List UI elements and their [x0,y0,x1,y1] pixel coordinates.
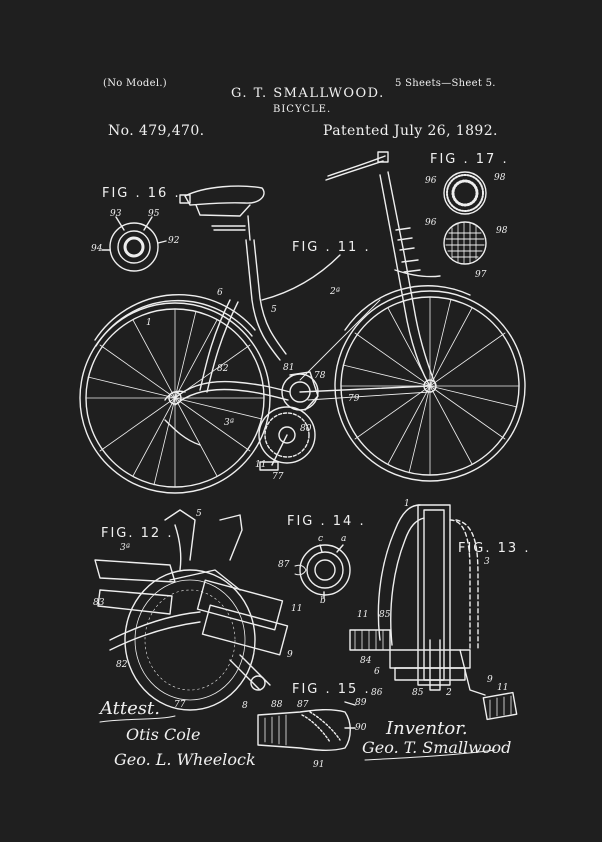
ref-1: 1 [146,318,152,328]
ref-94: 94 [91,244,103,254]
fig13-ref-86: 86 [371,688,383,698]
fig15-label: FIG . 15 . [292,682,371,697]
no-model-label: (No Model.) [103,78,168,89]
fig15-ref-87: 87 [297,700,309,710]
fig16-label: FIG . 16 . [102,186,181,201]
fig14-ref-b: b [320,596,326,606]
fig12-label: FIG. 12 . [101,526,174,541]
fig17-label: FIG . 17 . [430,152,509,167]
ref-97: 97 [475,270,487,280]
fig14-ref-87: 87 [278,560,290,570]
fig16-disc-drawing [101,216,167,272]
witness-2-signature: Geo. L. Wheelock [114,750,256,769]
fig13-ref-85: 85 [379,610,391,620]
sheet-count: 5 Sheets—Sheet 5. [395,78,496,89]
fig12-ref-5: 5 [196,509,202,519]
ref-6: 6 [217,288,223,298]
ref-96a: 96 [425,176,437,186]
fig13-pedal-section [349,504,518,721]
fig15-ref-90: 90 [355,723,367,733]
patent-title: BICYCLE. [273,104,332,115]
ref-98b: 98 [496,226,508,236]
fig13-ref-6: 6 [374,667,380,677]
ref-78: 78 [314,371,326,381]
ref-93: 93 [110,209,122,219]
ref-81: 81 [283,363,295,373]
fig15-ref-88: 88 [271,700,283,710]
witness-1-signature: Otis Cole [126,725,201,744]
fig12-ref-82: 82 [116,660,128,670]
fig13-label: FIG. 13 . [458,541,531,556]
fig14-ref-a: a [341,534,347,544]
fig13-ref-84: 84 [360,656,372,666]
fig12-crank-hanger [94,509,289,711]
fig13-ref-11b: 11 [497,683,509,693]
ref-5: 5 [271,305,277,315]
fig13-ref-9: 9 [487,675,493,685]
ref-77: 77 [272,472,284,482]
fig15-grip [257,701,356,751]
fig12-ref-77: 77 [174,700,186,710]
ref-92: 92 [168,236,180,246]
fig11-label: FIG . 11 . [292,240,371,255]
fig13-ref-11: 11 [357,610,369,620]
fig11-bicycle [79,151,526,494]
ref-82: 82 [217,364,229,374]
ref-98a: 98 [494,173,506,183]
fig14-ref-c: c [318,534,324,544]
inventor-label: Inventor. [386,718,468,739]
patent-number: No. 479,470. [108,123,205,139]
fig15-ref-89: 89 [355,698,367,708]
ref-2a: 2ª [330,287,341,297]
ref-96b: 96 [425,218,437,228]
fig12-ref-3a: 3ª [120,543,131,553]
fig13-ref-2: 2 [446,688,452,698]
patent-date: Patented July 26, 1892. [323,123,498,139]
fig12-ref-8: 8 [242,701,248,711]
ref-79: 79 [348,394,360,404]
fig13-ref-1: 1 [404,499,410,509]
fig13-ref-3: 3 [484,557,490,567]
fig12-ref-11: 11 [291,604,303,614]
fig17-textured-discs [443,171,487,265]
ref-80: 80 [300,424,312,434]
fig14-washer [294,544,351,599]
fig12-ref-9: 9 [287,650,293,660]
fig15-ref-91: 91 [313,760,325,770]
attest-label: Attest. [100,698,160,719]
ref-11: 11 [255,460,267,470]
fig14-label: FIG . 14 . [287,514,366,529]
ref-95: 95 [148,209,160,219]
inventor-name-heading: G. T. SMALLWOOD. [231,86,385,101]
ref-3a: 3ª [224,418,235,428]
fig13-ref-85b: 85 [412,688,424,698]
